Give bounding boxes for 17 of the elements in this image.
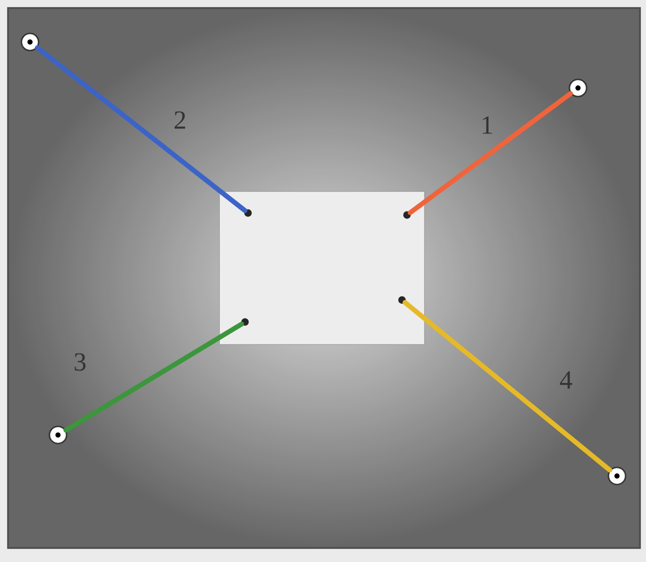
wire-line	[402, 300, 612, 473]
terminal-circle	[568, 78, 588, 98]
wire-line	[34, 45, 248, 214]
wire-number: 3	[74, 353, 86, 371]
terminal-circle	[20, 32, 40, 52]
wire-number: 4	[560, 371, 572, 389]
wire-line	[64, 322, 244, 433]
connection-dot	[241, 318, 249, 326]
wire-number: 2	[174, 111, 186, 129]
connection-dot	[244, 209, 252, 217]
terminal-circle	[608, 466, 626, 486]
connection-dot	[403, 211, 411, 219]
terminal-circle	[48, 426, 68, 444]
wire-number: 1	[482, 116, 492, 134]
panel-box	[219, 191, 425, 345]
connection-dot	[398, 296, 406, 304]
wire-line	[408, 91, 573, 216]
